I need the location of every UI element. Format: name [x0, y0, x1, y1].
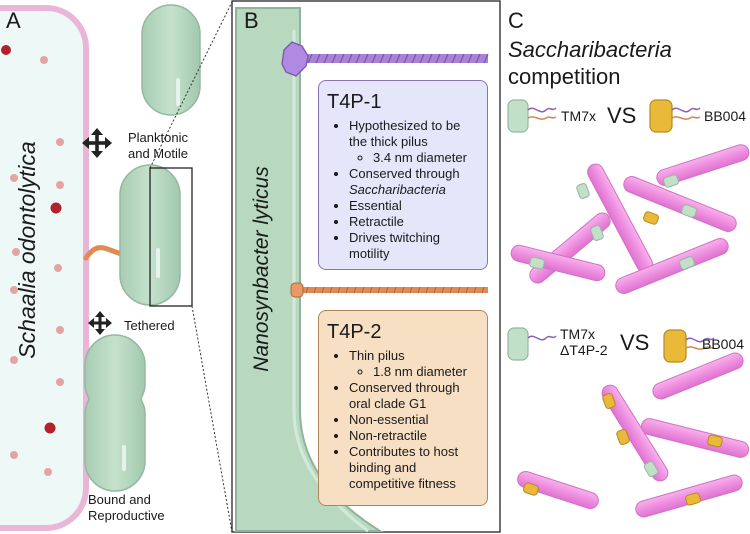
host-cell-body	[0, 5, 89, 531]
t4p1-item: Retractile	[349, 214, 479, 230]
t4p1-item: Conserved through Saccharibacteria	[349, 166, 479, 198]
t4p1-taxon: Saccharibacteria	[349, 182, 446, 197]
t4p2-item: Thin pilus 1.8 nm diameter	[349, 348, 479, 380]
row1-vs: VS	[607, 103, 637, 128]
panel-a-letter: A	[6, 8, 21, 33]
attached-tm7x-top	[529, 174, 697, 270]
t4p1-pilus	[281, 41, 489, 77]
t4p1-title: T4P-1	[327, 91, 382, 113]
host-granules	[1, 45, 64, 476]
t4p2-subitem: 1.8 nm diameter	[373, 364, 479, 380]
tethered-label: Tethered	[124, 318, 175, 333]
bb004-legend-icon	[649, 99, 701, 133]
organism-label: Nanosynbacter lyticus	[250, 166, 273, 372]
planktonic-label-line1: Planktonic	[128, 130, 188, 145]
panel-b-letter: B	[244, 8, 259, 33]
row2-left-line2: ΔT4P-2	[560, 342, 608, 358]
t4p2-item: Contributes to host binding and competit…	[349, 444, 479, 492]
t4p1-item: Essential	[349, 198, 479, 214]
bound-cell	[84, 334, 146, 492]
attached-bb004-top	[643, 211, 659, 225]
panel-c-title-italic: Saccharibacteria	[508, 37, 672, 62]
host-filaments-top	[510, 144, 750, 294]
planktonic-label-line2: and Motile	[128, 146, 188, 161]
t4p1-list: Hypothesized to be the thick pilus 3.4 n…	[327, 118, 479, 262]
row1-right-label: BB004	[704, 108, 747, 124]
bound-label-line1: Bound and	[88, 492, 151, 507]
t4p1-item-text: Hypothesized to be the thick pilus	[349, 118, 461, 149]
t4p2-box: T4P-2 Thin pilus 1.8 nm diameter Conserv…	[318, 310, 488, 506]
attached-tm7x-bottom	[643, 461, 659, 477]
tm7x-legend-icon	[507, 99, 557, 133]
t4p2-title: T4P-2	[327, 321, 382, 343]
row1-left-label: TM7x	[561, 108, 596, 124]
bound-label-line2: Reproductive	[88, 508, 165, 523]
t4p1-subitem: 3.4 nm diameter	[373, 150, 479, 166]
panel-c-title: Saccharibacteria competition	[508, 36, 672, 90]
host-label: Schaalia odontolytica	[14, 141, 40, 359]
panel-c-letter: C	[508, 8, 524, 33]
row2-left-line1: TM7x	[560, 326, 595, 342]
small-four-way-arrow-icon	[88, 311, 112, 335]
cell-wall	[235, 7, 384, 532]
t4p1-item: Hypothesized to be the thick pilus 3.4 n…	[349, 118, 479, 166]
tm7x-mutant-legend-icon	[507, 327, 557, 361]
t4p2-item: Non-essential	[349, 412, 479, 428]
t4p2-list: Thin pilus 1.8 nm diameter Conserved thr…	[327, 348, 479, 492]
bb004-legend-icon-2	[663, 329, 715, 363]
row2-vs: VS	[620, 330, 650, 355]
t4p1-item: Drives twitching motility	[349, 230, 479, 262]
attached-bb004-bottom	[523, 393, 723, 506]
planktonic-cell	[141, 4, 201, 116]
planktonic-label: Planktonic and Motile	[128, 130, 188, 162]
t4p2-pilus	[290, 282, 488, 298]
t4p1-box: T4P-1 Hypothesized to be the thick pilus…	[318, 80, 488, 270]
t4p2-item-text: Thin pilus	[349, 348, 405, 363]
row2-left-label: TM7x ΔT4P-2	[560, 326, 607, 358]
t4p1-item-text: Conserved through	[349, 166, 460, 181]
zoom-box	[149, 167, 193, 307]
panel-c-title-plain: competition	[508, 64, 621, 89]
t4p2-item: Non-retractile	[349, 428, 479, 444]
bound-label: Bound and Reproductive	[88, 492, 165, 524]
host-filaments-bottom	[517, 352, 750, 518]
four-way-arrow-icon	[82, 128, 112, 158]
t4p2-item: Conserved through oral clade G1	[349, 380, 479, 412]
row2-right-label: BB004	[702, 336, 745, 352]
tethered-pilus	[83, 245, 125, 261]
